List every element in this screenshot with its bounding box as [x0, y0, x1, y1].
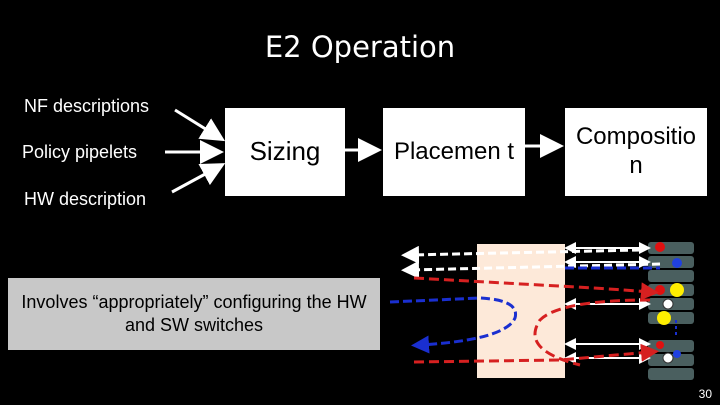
node-yellow	[670, 283, 684, 297]
node-red	[655, 285, 665, 295]
arrow-nf-to-sizing	[174, 108, 226, 142]
hw-description-label: HW description	[24, 189, 147, 209]
nf-descriptions-label: NF descriptions	[24, 96, 150, 116]
policy-pipelets-label: Policy pipelets	[22, 142, 138, 162]
flow-blue-1	[389, 296, 518, 354]
arrow-hw-to-sizing	[171, 163, 226, 194]
sizing-label: Sizing	[249, 136, 321, 167]
node-white	[662, 298, 674, 310]
callout-box: Involves “appropriately” configuring the…	[8, 278, 380, 350]
placement-label: Placemen t	[393, 137, 515, 165]
flow-red-3	[413, 343, 659, 364]
flow-red-2	[533, 298, 651, 367]
composition-label: Compositio n	[575, 123, 697, 179]
node-red	[655, 242, 665, 252]
sizing-box: Sizing	[225, 108, 345, 196]
flow-red-1	[413, 276, 659, 301]
page-number: 30	[698, 387, 712, 401]
slide-title: E2 Operation	[264, 30, 456, 64]
node-red	[656, 341, 664, 349]
callout-text: Involves “appropriately” configuring the…	[21, 291, 367, 335]
server-stack-top	[648, 242, 694, 324]
node-yellow	[657, 311, 671, 325]
placement-box: Placemen t	[383, 108, 525, 196]
composition-box: Compositio n	[565, 108, 707, 196]
node-white	[662, 352, 674, 364]
node-blue	[672, 258, 682, 268]
node-blue	[673, 350, 681, 358]
